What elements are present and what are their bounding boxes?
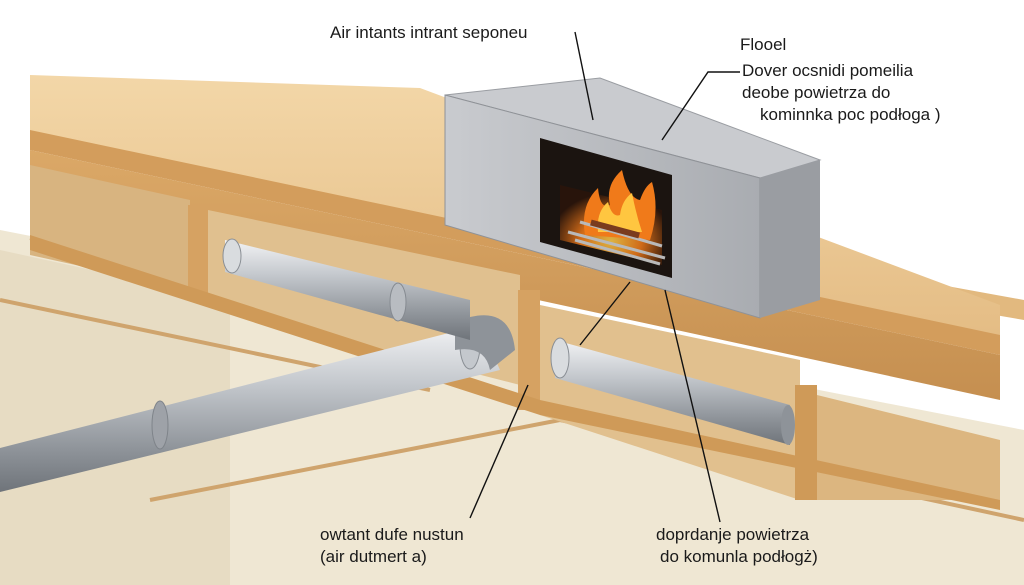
floor-desc-line-2: deobe powietrza do [742, 83, 891, 102]
fireplace-side [760, 160, 820, 318]
beam-bottom [30, 235, 1000, 510]
duct-pipe-upper [222, 238, 470, 340]
duct-label-line-1: owtant dufe nustun [320, 525, 464, 544]
floor-desc-line-1: Dover ocsnidi pomeilia [742, 61, 914, 80]
leader-lines [469, 31, 740, 523]
fire-icon [567, 170, 666, 266]
air-supply-label: doprdanje powietrza do komunla podłogż) [656, 524, 818, 568]
duct-label-line-2: (air dutmert a) [320, 547, 427, 566]
air-intake-label: Air intants intrant seponeu [330, 23, 528, 42]
joist-post-1 [188, 205, 208, 300]
floor-title-label: Flooel [740, 35, 787, 54]
supply-label-line-1: doprdanje powietrza [656, 525, 810, 544]
duct-pipe-right [550, 337, 795, 445]
logs [590, 219, 640, 239]
supply-label-line-2: do komunla podłogż) [660, 547, 818, 566]
subfloor-shadow [0, 250, 230, 585]
duct-label: owtant dufe nustun (air dutmert a) [320, 524, 464, 568]
joist-post-3 [795, 385, 817, 500]
floor-desc-line-3: kominnka poc podłoga ) [760, 105, 941, 124]
floor-description-label: Dover ocsnidi pomeilia deobe powietrza d… [742, 60, 941, 126]
joist-post-2 [518, 290, 540, 410]
